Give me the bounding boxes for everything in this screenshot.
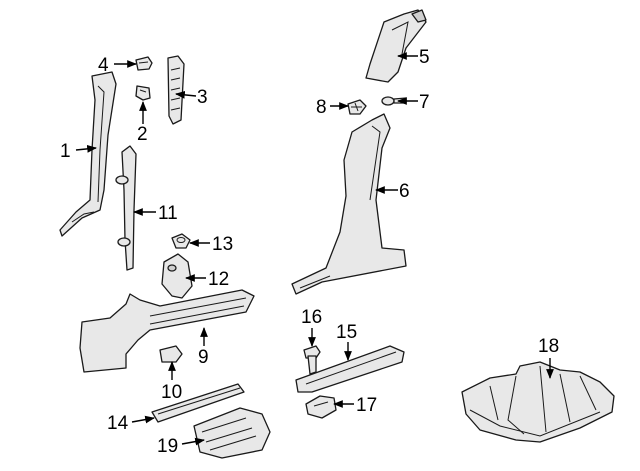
leader-14 <box>131 415 155 424</box>
callout-2: 2 <box>137 124 148 145</box>
part-16-bolt <box>303 345 321 375</box>
callout-19: 19 <box>157 436 178 457</box>
part-3-retainer <box>167 55 185 125</box>
part-15-sill-strip <box>295 345 405 393</box>
leaders <box>75 52 554 446</box>
callout-15: 15 <box>336 322 357 343</box>
leader-3 <box>175 90 197 99</box>
part-18-floor-insulator <box>461 361 615 443</box>
part-4-screw <box>135 56 153 71</box>
callout-11: 11 <box>158 203 178 224</box>
part-5-upper-trim <box>365 9 427 83</box>
callout-4: 4 <box>98 55 109 76</box>
part-12-bracket <box>161 253 193 299</box>
callout-3: 3 <box>197 87 208 108</box>
part-9-sill-panel <box>79 289 255 373</box>
callout-17: 17 <box>356 395 377 416</box>
part-8-screw <box>347 99 367 115</box>
part-6-b-pillar-trim <box>291 113 407 295</box>
part-1-a-pillar-trim <box>59 71 117 237</box>
callout-10: 10 <box>161 382 182 403</box>
callouts: 1 2 3 4 5 6 7 8 9 10 11 12 13 14 15 16 1… <box>60 47 559 457</box>
callout-8: 8 <box>316 97 327 118</box>
callout-9: 9 <box>198 347 209 368</box>
part-13-nut <box>171 233 191 249</box>
callout-16: 16 <box>301 307 322 328</box>
part-17-clip <box>305 395 337 419</box>
leader-19 <box>181 437 205 446</box>
callout-13: 13 <box>212 234 233 255</box>
callout-5: 5 <box>419 47 430 68</box>
part-11-pillar-strip <box>115 145 137 271</box>
part-19-end-cap <box>193 407 271 459</box>
callout-18: 18 <box>538 336 559 357</box>
callout-1: 1 <box>60 141 71 162</box>
part-10-clip <box>159 345 183 363</box>
callout-14: 14 <box>107 413 129 434</box>
part-14-strip <box>151 383 245 423</box>
leader-1 <box>75 144 97 153</box>
callout-12: 12 <box>208 269 229 290</box>
callout-6: 6 <box>399 181 410 202</box>
part-2-clip <box>135 85 151 101</box>
callout-7: 7 <box>419 92 430 113</box>
